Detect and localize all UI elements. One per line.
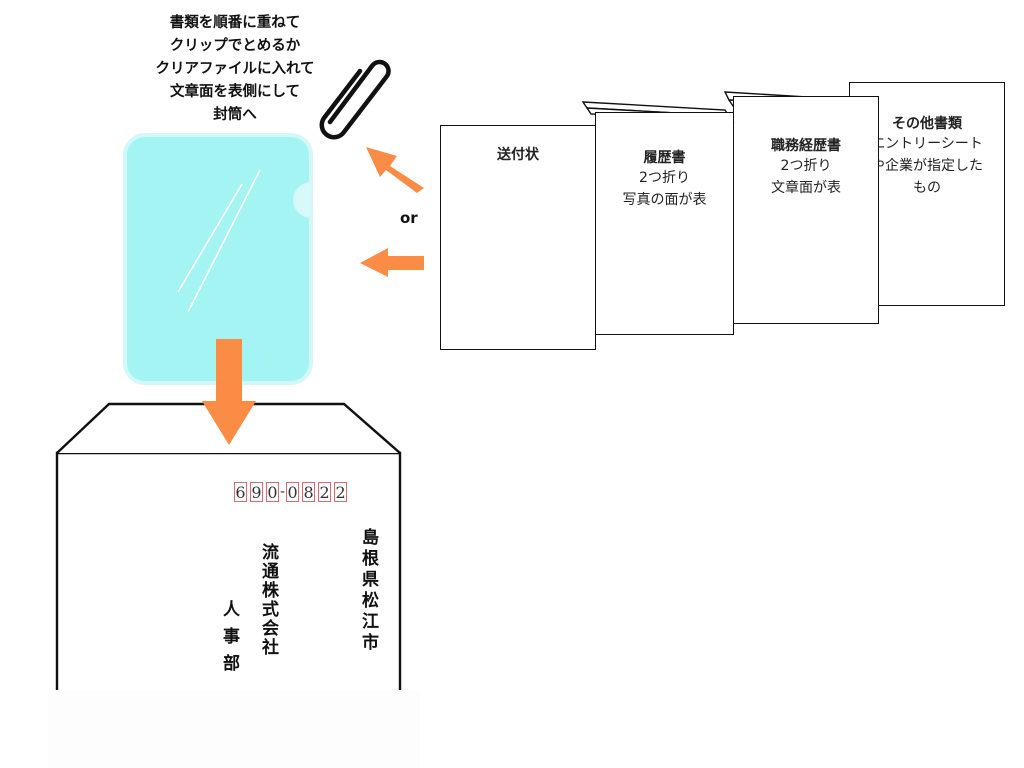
postal-separator: -: [280, 484, 286, 500]
arrow-icon: [202, 339, 256, 445]
postal-digit: 0: [266, 482, 279, 502]
document-work-history: 職務経歴書 2つ折り 文章面が表: [733, 96, 879, 324]
arrow-icon: [360, 147, 424, 277]
document-work-history-line-1: 2つ折り: [780, 158, 832, 174]
document-resume: 履歴書 2つ折り 写真の面が表: [595, 112, 734, 335]
postal-digit: 8: [302, 482, 316, 502]
or-label: or: [400, 209, 418, 227]
bottom-fade: [48, 690, 420, 768]
instruction-line-1: 書類を順番に重ねて: [169, 15, 301, 31]
address-text: 島根県松江市: [358, 528, 378, 654]
postal-digit: 2: [334, 482, 348, 502]
instruction-text: 書類を順番に重ねて クリップでとめるか クリアファイルに入れて 文章面を表側にし…: [100, 12, 370, 127]
document-other-title: その他書類: [892, 116, 962, 132]
postal-digit: 6: [234, 482, 247, 502]
document-other-line-3: もの: [913, 180, 941, 196]
instruction-line-2: クリップでとめるか: [169, 38, 301, 54]
document-resume-line-2: 写真の面が表: [622, 192, 707, 208]
postal-digit: 9: [250, 482, 263, 502]
document-other-line-2: や企業が指定した: [871, 158, 983, 174]
document-resume-title: 履歴書: [643, 150, 686, 166]
document-cover-letter: 送付状: [440, 125, 596, 350]
instruction-line-3: クリアファイルに入れて: [155, 61, 315, 77]
instruction-line-4: 文章面を表側にして: [169, 84, 301, 100]
company-name: 流通株式会社: [258, 543, 278, 657]
instruction-line-5: 封筒へ: [213, 107, 257, 123]
document-resume-line-1: 2つ折り: [639, 170, 690, 186]
document-cover-letter-title: 送付状: [497, 147, 539, 163]
document-work-history-title: 職務経歴書: [771, 138, 841, 154]
postal-digit: 2: [318, 482, 332, 502]
postal-code: 6 9 0 - 0 8 2 2: [234, 482, 350, 502]
document-work-history-line-2: 文章面が表: [771, 180, 841, 196]
department-name: 人 事 部: [219, 600, 239, 673]
document-other-line-1: エントリーシート: [871, 136, 983, 152]
paperclip-icon: [319, 59, 391, 140]
postal-digit: 0: [286, 482, 300, 502]
